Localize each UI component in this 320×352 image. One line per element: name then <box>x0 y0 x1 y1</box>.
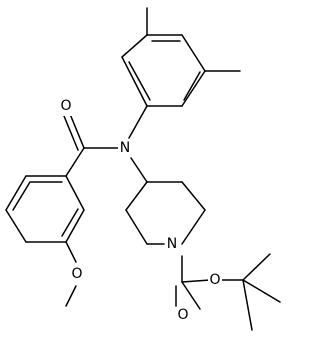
piperidine-ring <box>125 181 206 245</box>
amide-core <box>63 105 148 183</box>
bond <box>125 209 148 245</box>
atom-labels: O N N O O O <box>59 98 222 325</box>
bond <box>183 71 201 101</box>
bond <box>65 147 85 177</box>
bond <box>125 181 148 211</box>
bond <box>128 61 151 101</box>
methoxyphenyl-ring <box>5 147 85 307</box>
bond <box>69 113 85 149</box>
bond <box>242 253 271 281</box>
bond <box>61 208 79 237</box>
molecule-diagram: O N N O O O <box>5 7 281 331</box>
bond <box>181 281 201 310</box>
bond <box>121 34 148 58</box>
bond <box>181 209 206 245</box>
bond <box>65 285 77 307</box>
carbonyl-oxygen-label: O <box>60 98 71 114</box>
methoxy-oxygen-label: O <box>71 266 82 282</box>
bond <box>5 175 27 211</box>
bond <box>12 181 31 211</box>
bond <box>5 209 27 243</box>
bond <box>65 241 77 263</box>
carbamate-carbonyl-oxygen-label: O <box>177 307 188 323</box>
bond <box>242 279 253 331</box>
bond <box>181 181 206 211</box>
bond <box>242 279 281 303</box>
bond <box>130 157 148 183</box>
bond <box>181 279 211 283</box>
boc-group <box>175 253 281 331</box>
bond <box>128 105 148 139</box>
dimethylphenyl-ring <box>121 7 241 107</box>
bond <box>63 115 79 151</box>
amide-nitrogen-label: N <box>120 140 130 156</box>
piperidine-nitrogen-label: N <box>167 236 177 252</box>
bond <box>181 70 206 107</box>
bond <box>181 34 206 72</box>
bond <box>65 175 85 211</box>
bond <box>121 56 148 107</box>
bond <box>65 209 85 243</box>
ester-oxygen-label: O <box>209 272 220 288</box>
